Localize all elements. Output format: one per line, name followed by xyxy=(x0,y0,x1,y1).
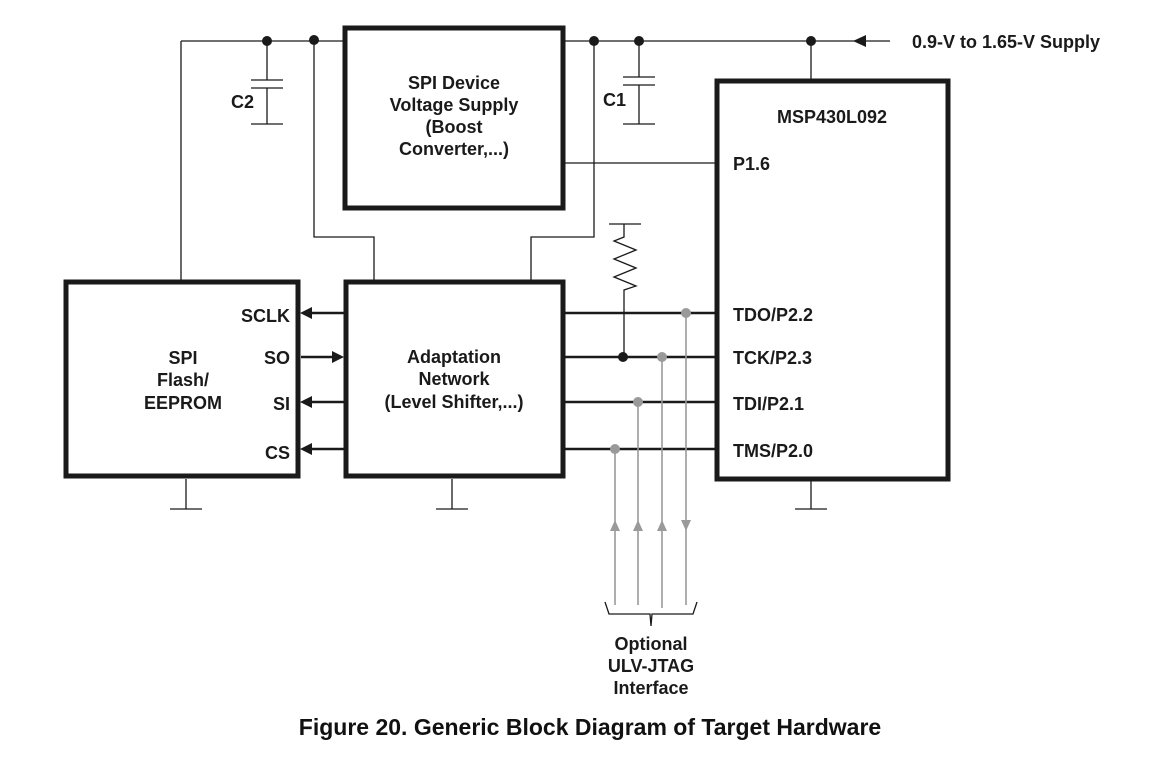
mcu-name: MSP430L092 xyxy=(777,107,887,127)
supply-arrow-icon xyxy=(853,35,866,47)
adaptation-line-2: Network xyxy=(418,369,490,389)
c1-label: C1 xyxy=(603,90,626,110)
jtag-line-2: ULV-JTAG xyxy=(608,656,694,676)
mcu-block xyxy=(714,78,951,482)
flash-pin-cs: CS xyxy=(265,443,290,463)
flash-pin-sclk: SCLK xyxy=(241,306,290,326)
mcu-pin-tck: TCK/P2.3 xyxy=(733,348,812,368)
figure-caption: Figure 20. Generic Block Diagram of Targ… xyxy=(299,714,881,740)
c2-label: C2 xyxy=(231,92,254,112)
jtag-tdi-arrow-icon xyxy=(633,520,643,531)
jtag-tms-arrow-icon xyxy=(610,520,620,531)
voltage-supply-line-1: SPI Device xyxy=(408,73,500,93)
adaptation-line-1: Adaptation xyxy=(407,347,501,367)
mcu-pin-tdo: TDO/P2.2 xyxy=(733,305,813,325)
spi-flash-line-1: SPI xyxy=(168,348,197,368)
adaptation-line-3: (Level Shifter,...) xyxy=(384,392,523,412)
voltage-supply-line-3: (Boost xyxy=(426,117,483,137)
junction-dot xyxy=(618,352,628,362)
voltage-supply-block xyxy=(342,25,566,211)
adaptation-supply-wire-right xyxy=(530,41,595,282)
jtag-brace xyxy=(604,601,698,627)
cs-arrow-icon xyxy=(300,443,312,455)
mcu-pin-tdi: TDI/P2.1 xyxy=(733,394,804,414)
voltage-supply-line-4: Converter,...) xyxy=(399,139,509,159)
spi-flash-block xyxy=(63,279,301,479)
jtag-tck-arrow-icon xyxy=(657,520,667,531)
spi-flash-line-2: Flash/ xyxy=(157,370,209,390)
supply-label: 0.9-V to 1.65-V Supply xyxy=(912,32,1100,52)
adaptation-block xyxy=(343,279,566,479)
jtag-line-1: Optional xyxy=(615,634,688,654)
flash-pin-si: SI xyxy=(273,394,290,414)
adaptation-supply-wire xyxy=(313,40,375,282)
jtag-line-3: Interface xyxy=(613,678,688,698)
spi-flash-line-3: EEPROM xyxy=(144,393,222,413)
mcu-pin-p16: P1.6 xyxy=(733,154,770,174)
sclk-arrow-icon xyxy=(300,307,312,319)
jtag-tdo-arrow-icon xyxy=(681,520,691,531)
so-arrow-icon xyxy=(332,351,344,363)
voltage-supply-line-2: Voltage Supply xyxy=(390,95,519,115)
resistor-icon xyxy=(612,224,638,357)
si-arrow-icon xyxy=(300,396,312,408)
mcu-pin-tms: TMS/P2.0 xyxy=(733,441,813,461)
flash-pin-so: SO xyxy=(264,348,290,368)
